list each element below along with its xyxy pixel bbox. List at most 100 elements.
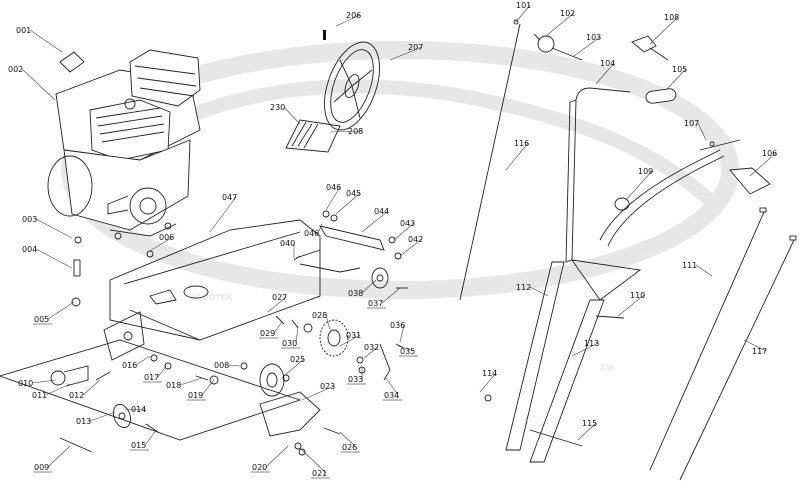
part-label-031: 031 [339, 331, 361, 347]
part-label-011: 011 [32, 383, 71, 400]
part-number: 031 [346, 331, 361, 340]
leader-line [157, 365, 167, 378]
part-label-207: 207 [389, 43, 423, 61]
leader-line [283, 106, 301, 125]
part-label-105: 105 [665, 65, 687, 91]
part-label-040: 040 [280, 239, 295, 258]
part-number: 101 [516, 1, 531, 10]
part-number: 045 [346, 189, 361, 198]
leader-line [399, 238, 423, 257]
leader-line [299, 447, 327, 474]
leader-line [573, 36, 601, 57]
part-label-035: 035 [397, 345, 418, 357]
leader-line [21, 68, 56, 101]
part-number: 103 [586, 33, 601, 42]
part-number: 003 [22, 215, 37, 224]
leader-line [144, 431, 156, 446]
handle-assembly [459, 19, 797, 481]
part-label-103: 103 [573, 33, 601, 57]
leader-line [47, 445, 71, 468]
part-label-106: 106 [749, 149, 777, 177]
part-label-107: 107 [684, 119, 707, 141]
leader-line [515, 4, 531, 23]
part-label-016: 016 [122, 355, 151, 370]
leader-line [397, 345, 415, 352]
leader-line [545, 12, 575, 37]
leader-line [505, 142, 529, 171]
watermark-text: SCOOTER [190, 293, 232, 302]
leader-line [45, 383, 71, 396]
leader-line [179, 377, 203, 386]
leader-line [381, 287, 401, 304]
leader-line [361, 210, 389, 233]
part-number: 040 [280, 239, 295, 248]
pulley-and-belt [285, 30, 380, 153]
part-label-117: 117 [743, 339, 767, 356]
leader-line [479, 372, 497, 393]
leader-line [147, 236, 174, 253]
part-number: 046 [304, 229, 319, 238]
part-number: 021 [312, 469, 327, 478]
part-number: 011 [32, 391, 47, 400]
leader-line [749, 152, 777, 177]
leader-line [529, 286, 549, 297]
leader-line [399, 324, 405, 343]
part-label-109: 109 [625, 167, 653, 201]
part-label-014: 014 [124, 405, 146, 414]
part-number: 114 [482, 369, 497, 378]
part-number: 032 [364, 343, 379, 352]
part-label-010: 010 [18, 379, 57, 388]
part-number: 013 [76, 417, 91, 426]
part-number: 029 [260, 329, 275, 338]
leader-line [393, 222, 415, 241]
part-label-111: 111 [682, 261, 713, 277]
part-label-042: 042 [399, 235, 423, 257]
leader-line [124, 408, 146, 411]
leader-line [649, 16, 679, 45]
part-label-030: 030 [281, 325, 300, 349]
leader-line [361, 279, 377, 294]
part-label-019: 019 [187, 379, 215, 401]
part-number: 104 [600, 59, 615, 68]
part-label-012: 012 [69, 379, 101, 400]
part-number: 116 [514, 139, 529, 148]
leader-line [363, 346, 379, 359]
part-label-047: 047 [209, 193, 237, 233]
part-label-034: 034 [383, 377, 402, 401]
part-number: 105 [672, 65, 687, 74]
leader-line [273, 321, 283, 334]
part-number: 023 [320, 382, 335, 391]
part-label-015: 015 [130, 431, 156, 451]
part-label-009: 009 [33, 445, 71, 473]
part-number: 025 [290, 355, 305, 364]
part-number: 018 [166, 381, 181, 390]
part-number: 207 [408, 43, 423, 52]
part-number: 112 [516, 283, 531, 292]
part-number: 028 [312, 311, 327, 320]
part-label-018: 018 [166, 377, 203, 390]
part-label-006: 006 [147, 233, 174, 253]
leader-line [89, 411, 116, 422]
part-label-115: 115 [577, 419, 597, 441]
part-number: 110 [630, 291, 645, 300]
part-number: 008 [214, 361, 229, 370]
leader-line [35, 248, 73, 269]
part-number: 015 [131, 441, 146, 450]
part-label-112: 112 [516, 283, 549, 297]
part-label-001: 001 [16, 26, 63, 53]
part-number: 004 [22, 245, 37, 254]
part-number: 019 [188, 391, 203, 400]
leader-line [29, 29, 63, 53]
part-label-046: 046 [304, 223, 323, 238]
watermark-script: Zip [599, 363, 615, 372]
part-number: 020 [252, 463, 267, 472]
part-number: 206 [346, 11, 361, 20]
part-label-104: 104 [595, 59, 615, 85]
leader-line [325, 186, 341, 211]
part-label-043: 043 [393, 219, 415, 241]
leader-line [209, 196, 237, 233]
part-number: 002 [8, 65, 23, 74]
part-label-003: 003 [22, 215, 73, 239]
part-number: 115 [582, 419, 597, 428]
